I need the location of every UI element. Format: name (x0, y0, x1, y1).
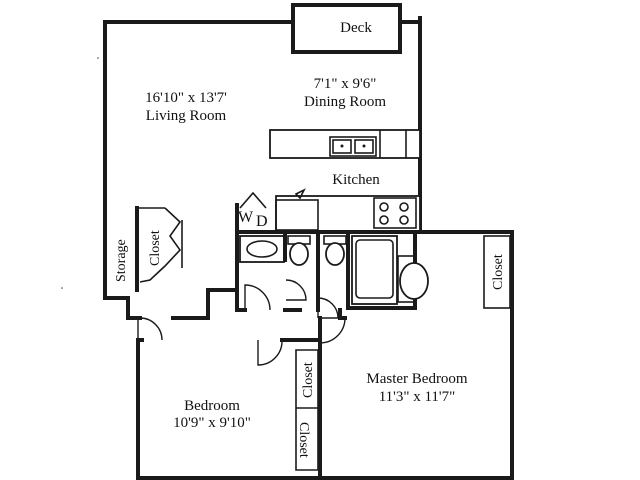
dining-room-dims: 7'1" x 9'6" (314, 76, 377, 92)
laundry: W D (235, 191, 277, 234)
kitchen-counters: Kitchen (269, 129, 421, 233)
living-room-label: Living Room (146, 108, 227, 124)
master-bedroom: Closet Master Bedroom 11'3" x 11'7" (319, 235, 511, 405)
master-bedroom-label: Master Bedroom (366, 371, 468, 387)
toilet-icon (323, 235, 347, 266)
bathtub-icon (351, 235, 398, 305)
storage-closet: Storage Closet (114, 206, 183, 292)
toilet-icon (287, 235, 311, 266)
bedroom-label: Bedroom (184, 398, 240, 414)
bedroom: Bedroom 10'9" x 9'10" Closet Closet (137, 317, 316, 458)
bathrooms (235, 230, 429, 319)
bedroom-closet-label-upper: Closet (301, 362, 316, 398)
kitchen-sink-icon (329, 136, 377, 157)
dining-room-label: Dining Room (304, 94, 386, 110)
washer-label: W (238, 209, 254, 226)
master-sink-icon (397, 255, 429, 303)
stove-icon (373, 197, 417, 229)
closet-label: Closet (148, 230, 163, 266)
bedroom-closet-label-lower: Closet (296, 422, 311, 458)
exterior-walls (103, 16, 514, 480)
deck-label: Deck (340, 20, 372, 36)
living-room-dims: 16'10" x 13'7' (145, 90, 227, 106)
dryer-label: D (256, 213, 268, 230)
master-bedroom-dims: 11'3" x 11'7" (379, 389, 456, 405)
bath-sink-icon (239, 235, 285, 263)
deck: Deck (291, 3, 402, 54)
bedroom-dims: 10'9" x 9'10" (173, 415, 251, 431)
storage-label: Storage (114, 239, 129, 282)
master-closet-label: Closet (491, 254, 506, 290)
kitchen-label: Kitchen (332, 172, 380, 188)
